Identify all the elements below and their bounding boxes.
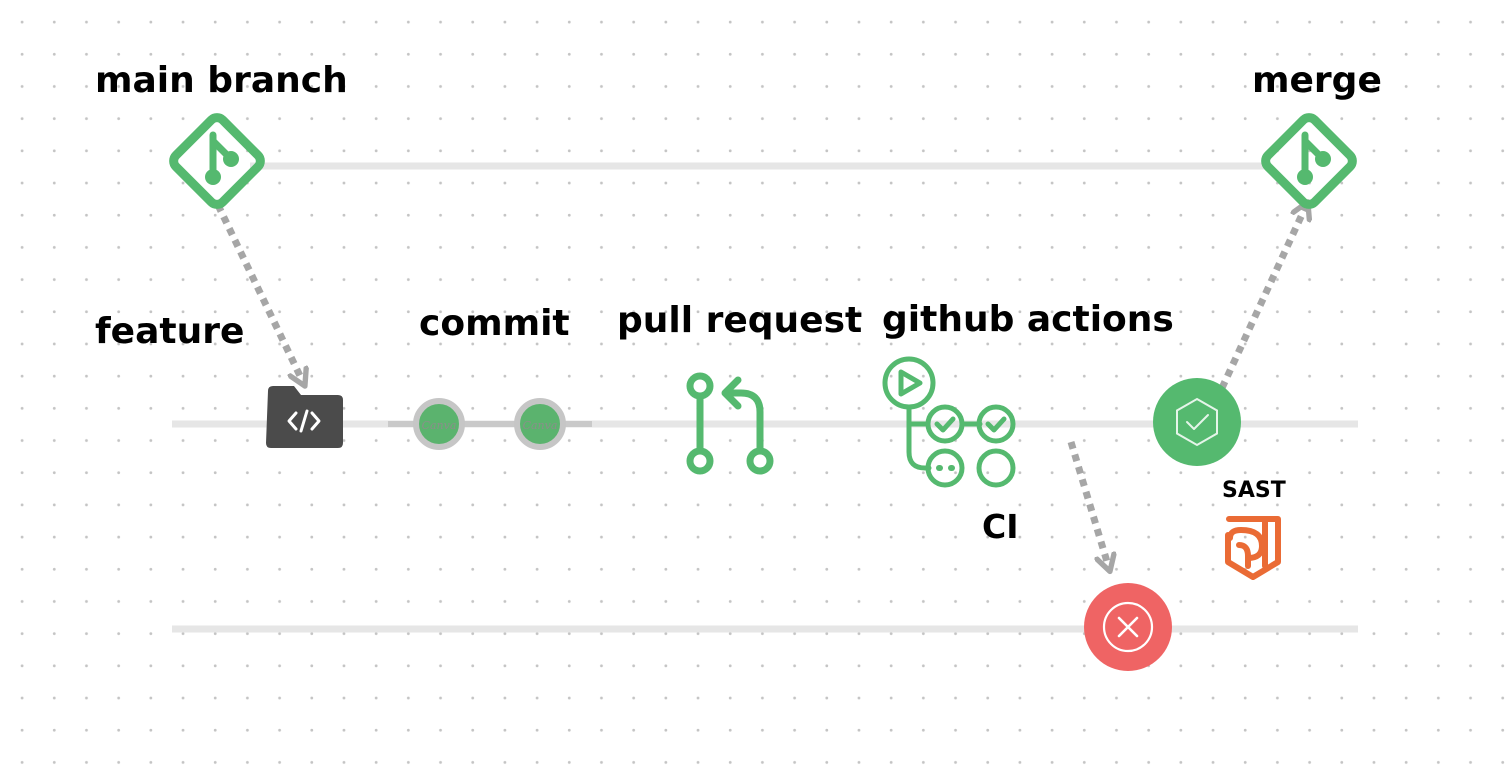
main-branch-label: main branch [95, 60, 348, 101]
merge-arrow [1218, 208, 1305, 390]
merge-git-icon [1261, 113, 1357, 209]
commit-node-text: Canva [422, 419, 457, 432]
sast-label: SAST [1222, 478, 1286, 503]
feature-label: feature [95, 311, 245, 352]
failure-arrow [1067, 440, 1108, 565]
ci-label: CI [982, 507, 1019, 546]
commit-node-text: Canva [523, 419, 558, 432]
merge-label: merge [1252, 60, 1382, 101]
commit-label: commit [419, 303, 570, 344]
pull-request-label: pull request [617, 300, 863, 341]
commit-icon: Canva [514, 398, 566, 450]
success-hexagon-icon [1153, 378, 1241, 466]
branch-off-arrow [214, 203, 302, 380]
sast-shield-icon [1225, 516, 1281, 580]
failure-icon [1084, 583, 1172, 671]
git-branch-icon [169, 113, 265, 209]
commit-icon: Canva [413, 398, 465, 450]
github-actions-label: github actions [882, 299, 1174, 340]
code-folder-icon [266, 386, 343, 448]
github-actions-icon [882, 356, 1016, 488]
pull-request-icon [686, 372, 774, 475]
